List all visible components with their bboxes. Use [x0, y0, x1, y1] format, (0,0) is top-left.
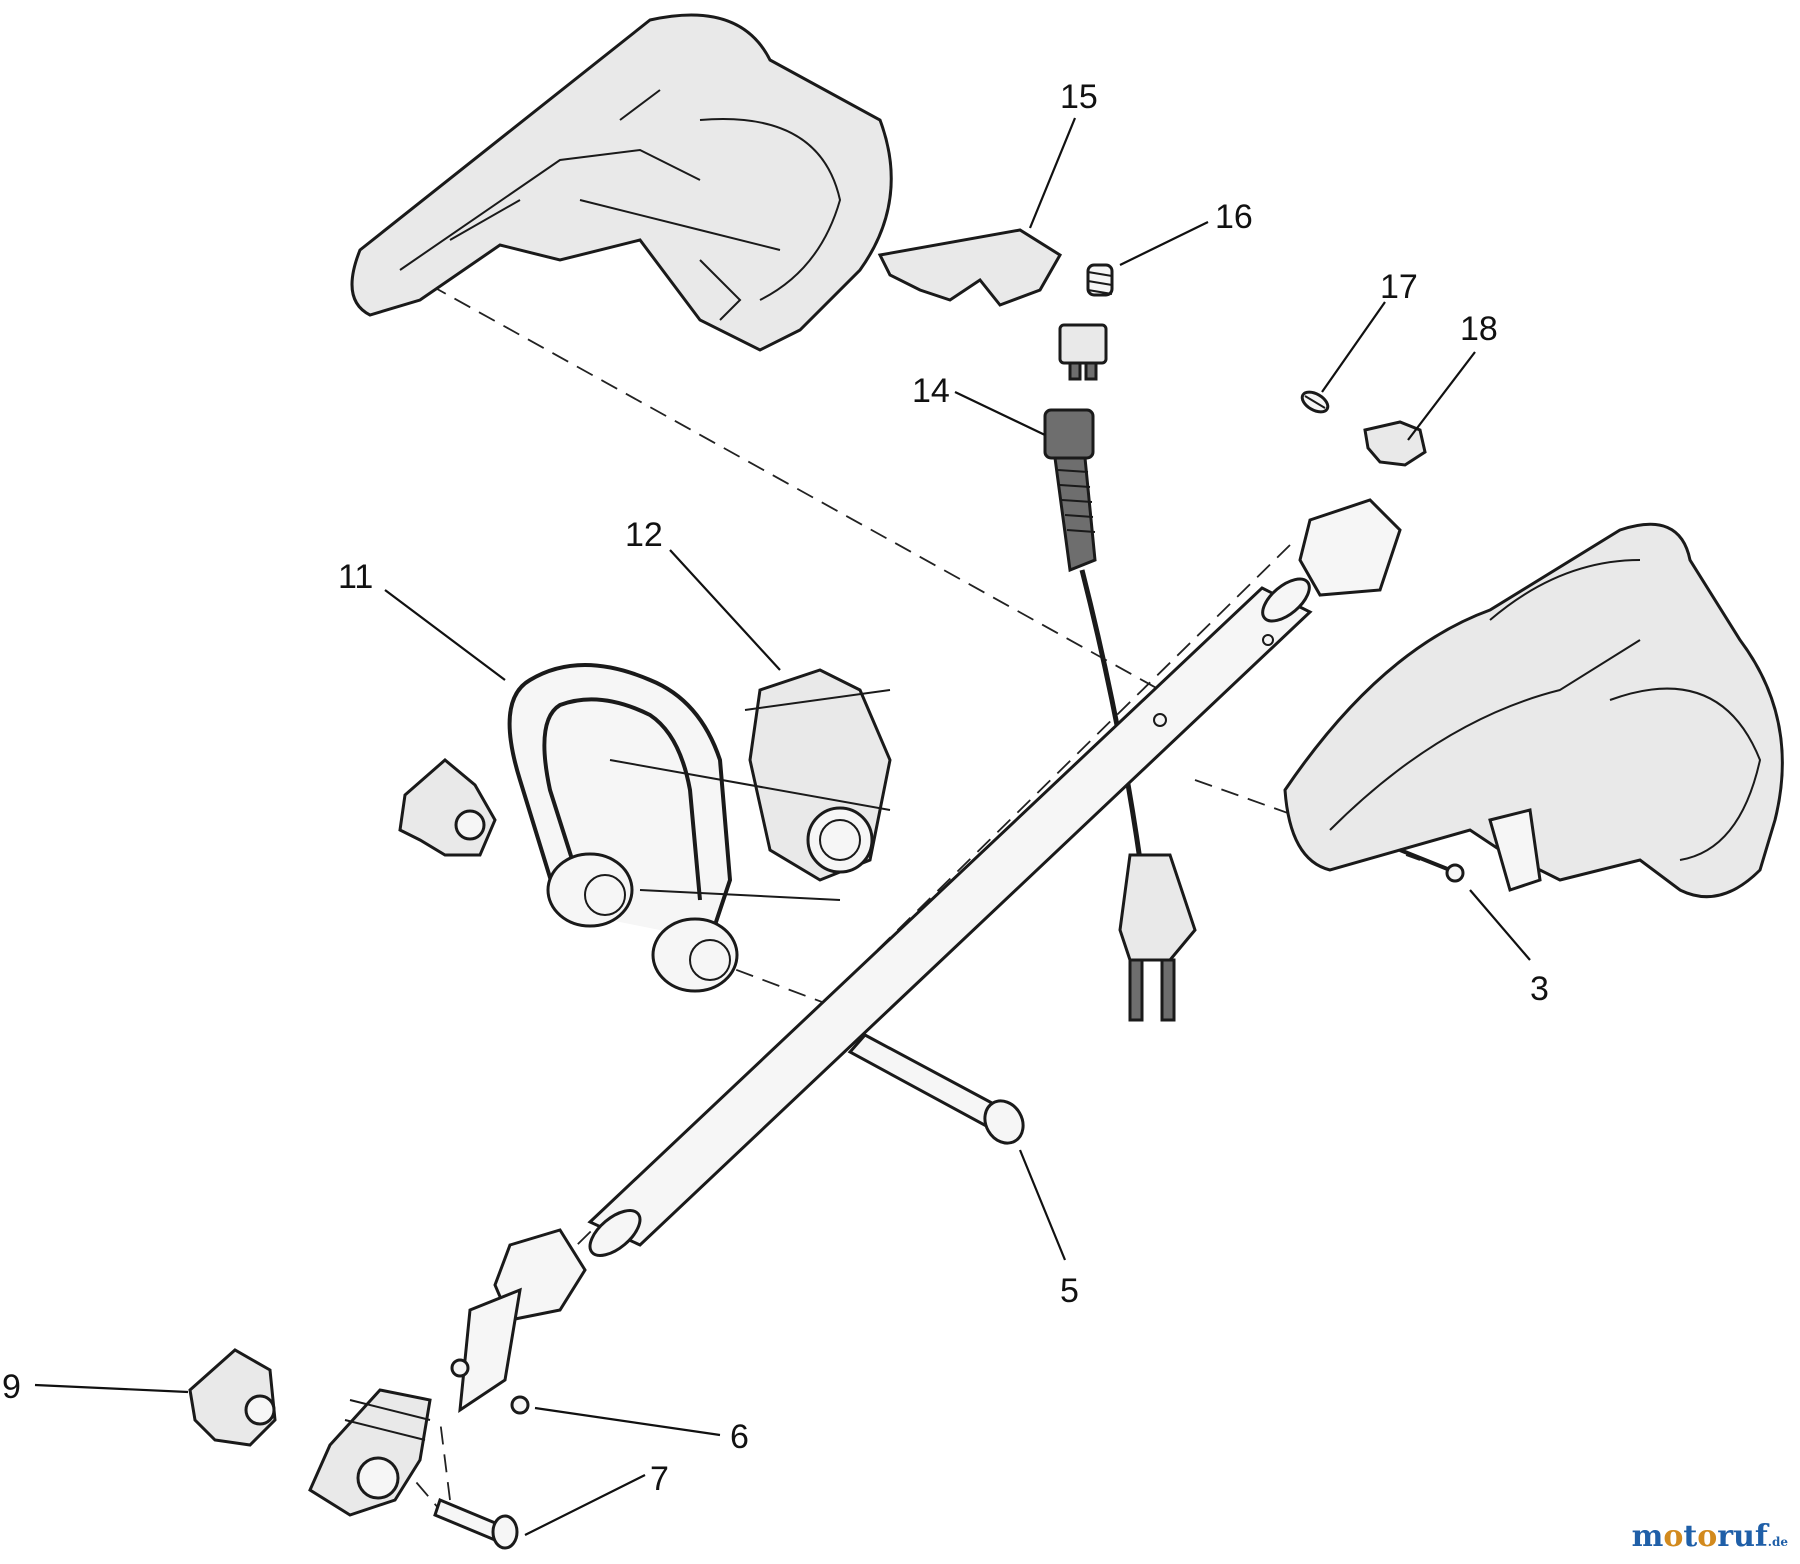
callout-12: 12: [625, 516, 663, 554]
callout-9: 9: [2, 1368, 21, 1406]
main-tube: [587, 577, 1313, 1257]
callout-14: 14: [912, 372, 950, 410]
spring-part: [1086, 263, 1114, 297]
axle-pin-part: [847, 1033, 1025, 1145]
callout-5: 5: [1060, 1272, 1079, 1310]
callout-7: 7: [650, 1460, 669, 1498]
nut-part: [450, 1358, 530, 1415]
callout-6: 6: [730, 1418, 749, 1456]
coupler-assembly: [308, 1287, 522, 1517]
callout-3: 3: [1530, 970, 1549, 1008]
callout-17: 17: [1380, 268, 1418, 306]
watermark-logo: motoruf.de: [1632, 1519, 1788, 1554]
callout-18: 18: [1460, 310, 1498, 348]
callout-16: 16: [1215, 198, 1253, 236]
star-knob-upper: [398, 758, 497, 857]
leader-lines: [34, 117, 1531, 1536]
handle-housing-upper: [350, 13, 893, 352]
handle-housing-lower: [1283, 522, 1784, 899]
lock-spring-part: [1300, 390, 1330, 414]
auxiliary-handle: [507, 663, 739, 993]
power-cord: [1043, 408, 1197, 1022]
callout-15: 15: [1060, 78, 1098, 116]
lock-button-part: [1363, 420, 1427, 467]
lower-pin-part: [433, 1497, 519, 1550]
switch-part: [1058, 323, 1108, 381]
watermark-suffix: .de: [1767, 1535, 1788, 1549]
tube-sleeve-part: [1298, 498, 1402, 597]
handle-clamp-part: [609, 668, 892, 901]
star-knob-lower: [188, 1348, 277, 1447]
trigger-part: [877, 228, 1063, 307]
screw-part: [1399, 848, 1465, 883]
watermark-text: motoruf: [1631, 1519, 1768, 1554]
callout-11: 11: [338, 558, 373, 596]
